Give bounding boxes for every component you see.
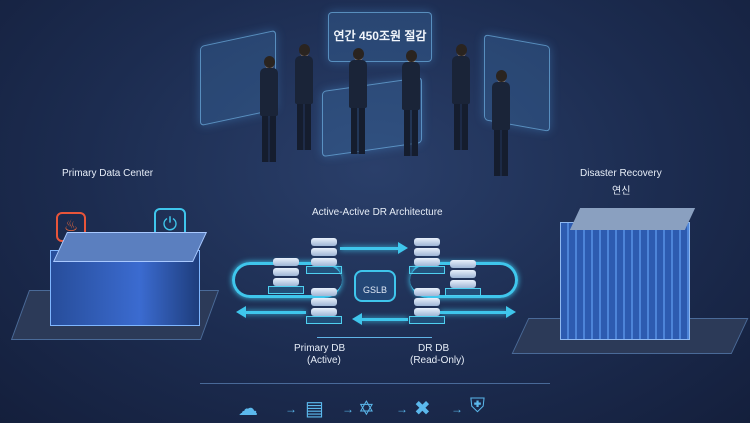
shield-icon: ⛨: [470, 395, 485, 417]
flow-arrow: →: [342, 402, 354, 416]
primary-dc-body: [50, 250, 200, 326]
dr-db-server: [409, 238, 445, 274]
dr-db-server: [445, 260, 481, 296]
cloud-upload-icon: ☁: [238, 398, 258, 420]
architecture-title: Active-Active DR Architecture: [312, 207, 443, 218]
gslb-node: GSLB: [354, 270, 396, 302]
primary-db-server: [268, 258, 304, 294]
bottom-divider: [200, 383, 550, 384]
sync-arrow-left: [352, 313, 408, 325]
person: [400, 50, 422, 160]
primary-db-server: [306, 238, 342, 274]
replication-arrow-right: [340, 242, 408, 254]
person: [450, 44, 472, 154]
network-icon: ✖: [414, 398, 431, 420]
primary-db-label: Primary DB: [294, 343, 346, 354]
hologram-panel-main: 연간 450조원 절감: [328, 12, 432, 62]
database-icon: ▤: [305, 398, 324, 420]
primary-dc-title: Primary Data Center: [62, 168, 154, 179]
gslb-label: GSLB: [362, 285, 387, 295]
network-icon: ✡: [358, 398, 375, 420]
dr-db-label: DR DB: [418, 343, 450, 354]
person: [347, 48, 369, 158]
dr-building: [560, 222, 690, 340]
failover-arrow-right: [440, 306, 516, 318]
savings-headline: 연간 450조원 절감: [333, 29, 427, 43]
person: [258, 56, 280, 166]
primary-db-server: [306, 288, 342, 324]
dr-db-server: [409, 288, 445, 324]
person: [293, 44, 315, 154]
flow-arrow: →: [285, 402, 297, 416]
flow-arrow: →: [451, 402, 463, 416]
flow-arrow: →: [396, 402, 408, 416]
dr-subtitle: 연신: [612, 186, 631, 197]
dr-roof: [569, 208, 696, 230]
primary-db-mode: (Active): [307, 355, 341, 366]
dr-title: Disaster Recovery: [580, 168, 662, 179]
db-link-line: [317, 337, 432, 338]
dr-db-mode: (Read-Only): [410, 355, 465, 366]
person: [490, 70, 512, 180]
primary-dc-roof: [53, 232, 207, 262]
failback-arrow-left: [236, 306, 306, 318]
